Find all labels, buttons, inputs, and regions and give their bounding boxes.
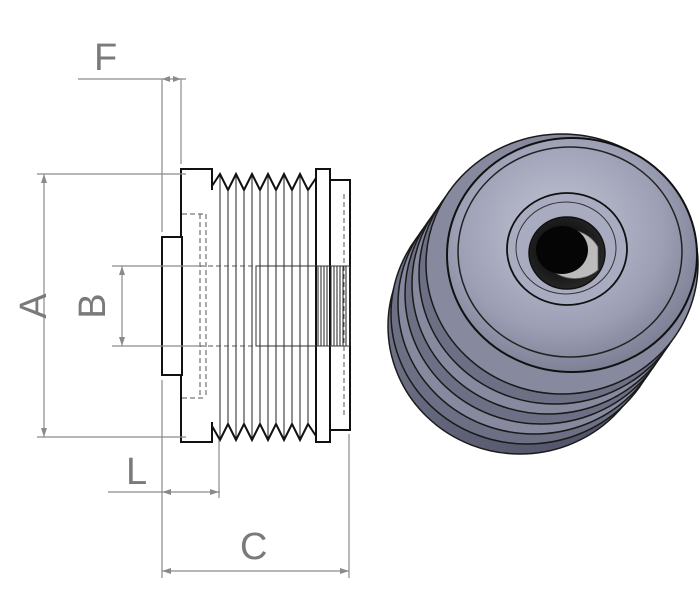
bore-interior: [536, 226, 588, 274]
hub-boss: [161, 236, 183, 376]
groove-profile-bottom: [211, 421, 317, 443]
groove-profile-top: [211, 171, 317, 193]
dimension-label-b: B: [72, 293, 114, 318]
hidden-lines: [182, 194, 345, 416]
pulley-3d-view: [387, 133, 699, 455]
spline-teeth: [317, 266, 347, 346]
front-flange: [180, 168, 213, 443]
dimension-label-f: F: [94, 37, 117, 79]
dimension-lines: [37, 76, 350, 578]
dimension-label-a: A: [13, 293, 55, 319]
dimension-label-l: L: [126, 451, 147, 493]
hub-ring: [515, 201, 617, 295]
rib-lines: [219, 176, 309, 438]
spline-band: [255, 265, 351, 347]
dimension-label-c: C: [240, 526, 267, 568]
face-rim: [457, 146, 683, 358]
side-view: [161, 168, 351, 443]
